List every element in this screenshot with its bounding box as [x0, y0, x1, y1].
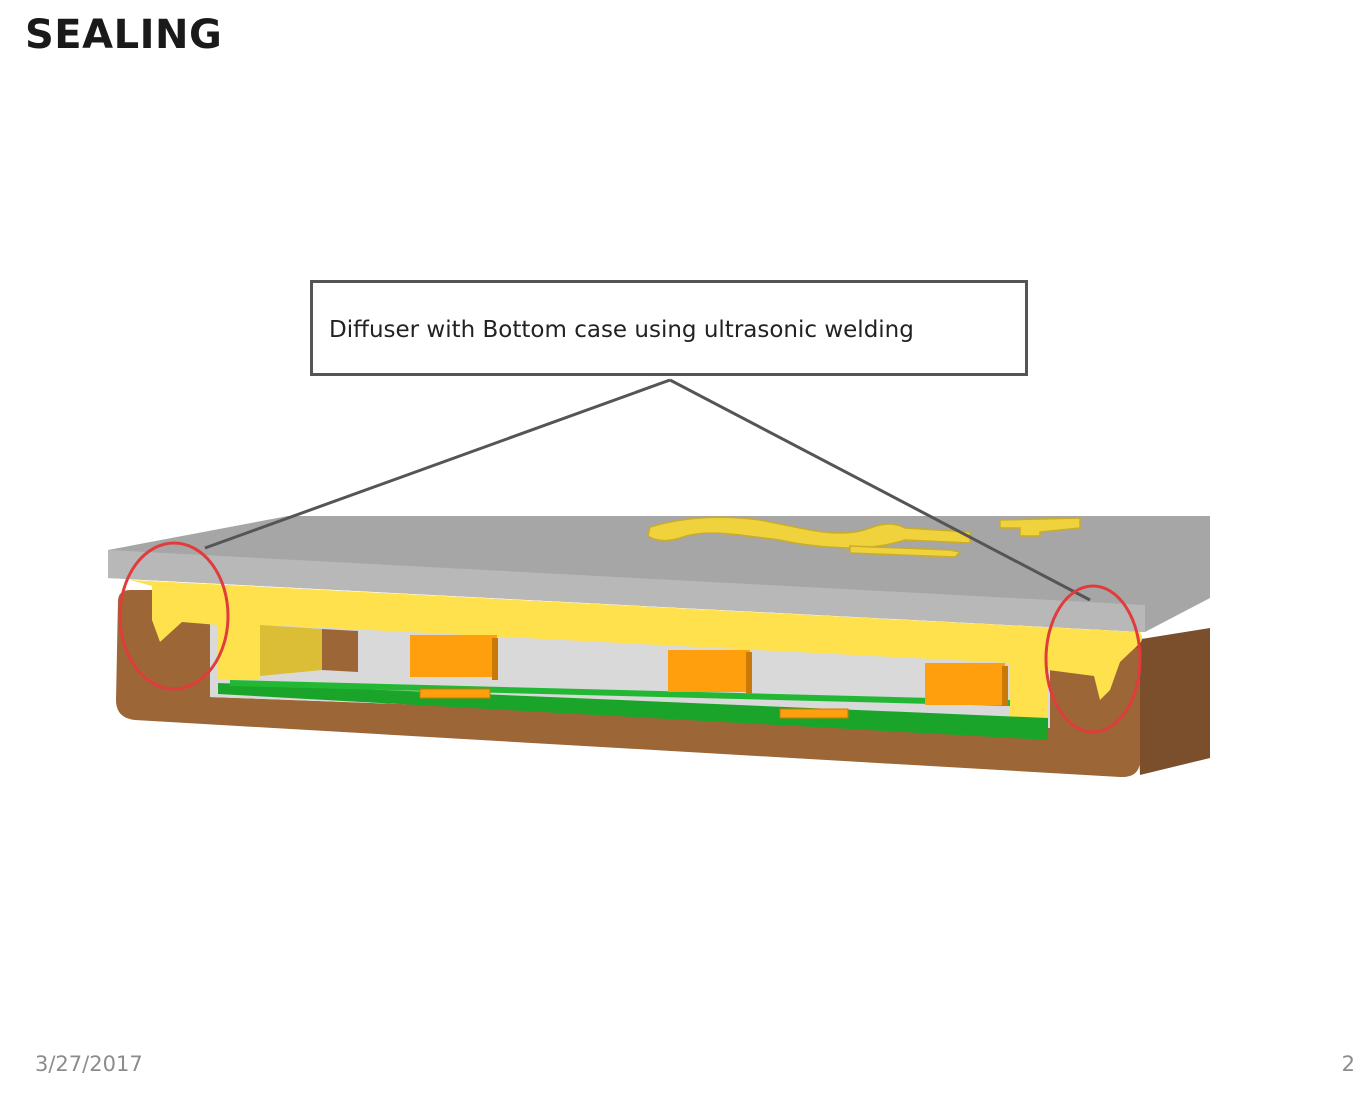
led-component-2: [668, 650, 750, 692]
yellow-logo-mark-2: [999, 517, 1081, 537]
callout-text: Diffuser with Bottom case using ultrason…: [329, 317, 914, 343]
diffuser-body: [130, 580, 1143, 720]
led-component-3: [925, 663, 1005, 705]
footer-page-number: 2: [1341, 1052, 1355, 1076]
led-component-1-side: [492, 638, 498, 680]
callout-leader-left: [204, 378, 671, 550]
pcb-component-2: [779, 708, 849, 719]
weld-joint-highlight-right: [1044, 584, 1142, 734]
case-left-support: [322, 629, 358, 672]
footer-date: 3/27/2017: [35, 1052, 143, 1076]
pcb-board-top: [230, 680, 1010, 706]
callout-leader-right: [669, 378, 1091, 602]
led-component-3-side: [1002, 666, 1008, 706]
diffuser-top-edge: [108, 550, 1145, 632]
weld-joint-highlight-left: [118, 541, 230, 691]
yellow-logo-mark-3: [849, 545, 962, 558]
bottom-case-side: [1135, 628, 1210, 775]
slide-title: SEALING: [25, 12, 223, 58]
yellow-logo-mark: [647, 516, 971, 549]
led-component-1: [410, 635, 497, 677]
pcb-component-1: [419, 688, 491, 699]
callout-box: Diffuser with Bottom case using ultrason…: [310, 280, 1028, 376]
led-component-2-side: [746, 652, 752, 694]
diffuser-left-wall: [260, 625, 322, 676]
